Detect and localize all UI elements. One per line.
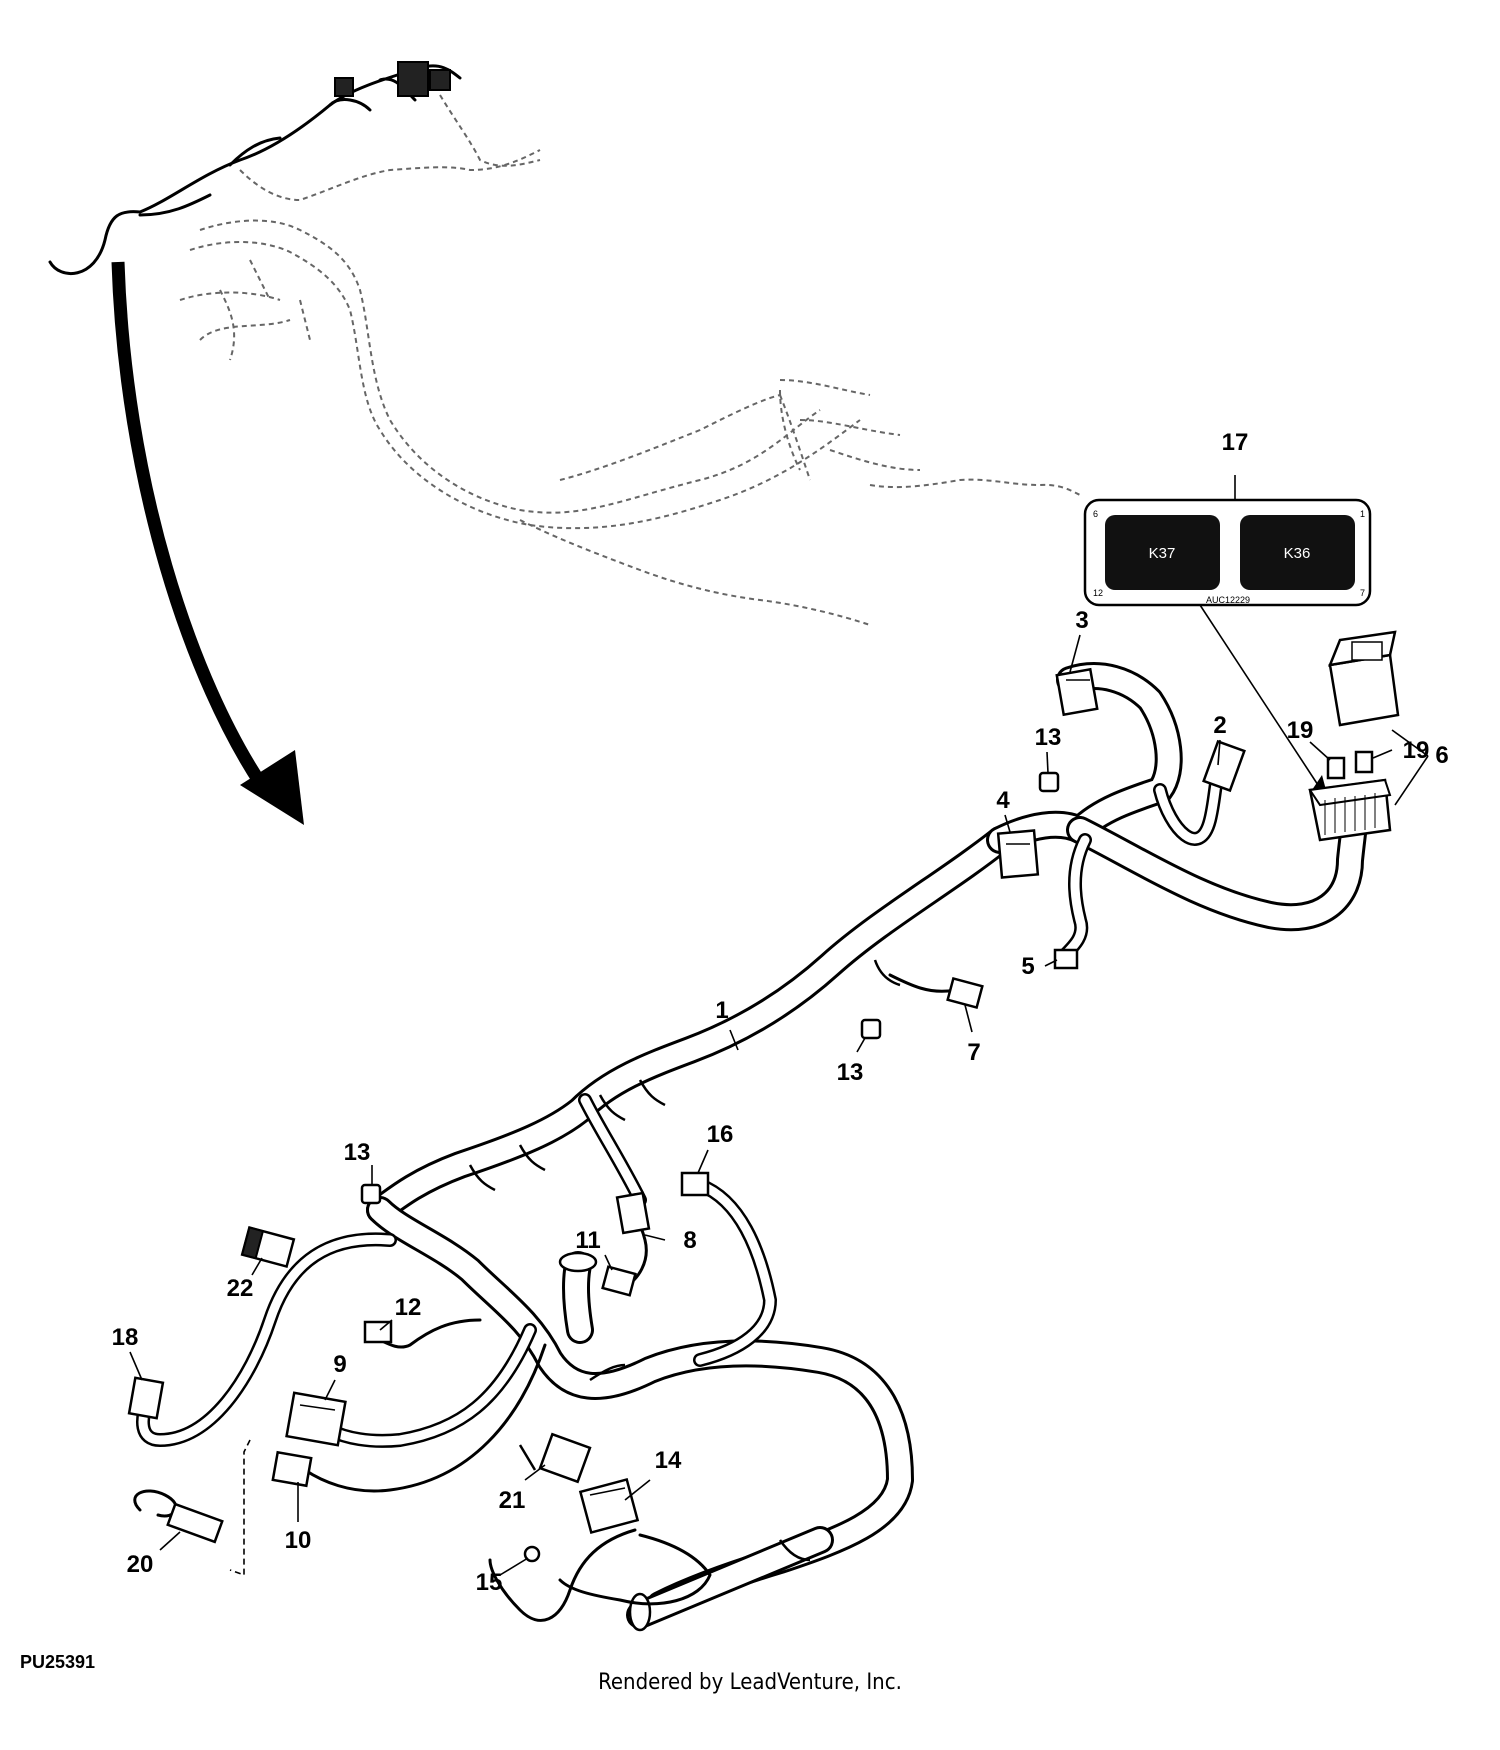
overview-connector-icon [397,61,429,97]
connector-14 [578,1477,640,1535]
callout-11: 11 [575,1227,600,1254]
callout-18: 18 [112,1324,139,1351]
connector-11 [601,1265,637,1297]
callout-6: 6 [1435,742,1448,769]
callout-16: 16 [707,1121,734,1148]
relay-corner-number: 12 [1093,588,1103,598]
overview-connector-icon [429,69,451,91]
jumper-20 [133,1489,224,1544]
render-credit: Rendered by LeadVenture, Inc. [598,1670,902,1695]
connectors [127,630,1400,1563]
relay-part-code: AUC12229 [1206,595,1250,605]
overview-harness-sketch [48,61,1081,626]
callout-15: 15 [476,1569,503,1596]
connector-4 [996,829,1040,879]
connector-7 [946,976,984,1010]
callout-19: 19 [1403,737,1430,764]
connector-18 [127,1376,165,1420]
callout-22: 22 [227,1275,254,1302]
connector-16 [680,1171,710,1197]
callout-5: 5 [1021,953,1034,980]
callout-13: 13 [344,1139,371,1166]
callout-7: 7 [967,1039,980,1066]
overview-connector-icon [334,77,354,97]
plug-13 [1038,771,1060,793]
main-harness [136,662,1369,1632]
callout-17: 17 [1222,429,1249,456]
callout-1: 1 [715,997,728,1024]
connector-5 [1053,948,1079,970]
fuse-relay-block-6 [1308,630,1400,842]
callout-20: 20 [127,1551,154,1578]
connector-3 [1055,667,1099,717]
callouts: 1 2 3 4 5 6 7 8 9 10 11 12 13 13 13 19 1… [112,429,1449,1596]
connector-9 [285,1391,347,1447]
plug-13 [360,1183,382,1205]
connector-22 [240,1225,296,1269]
callout-2: 2 [1213,712,1226,739]
connector-10 [271,1450,313,1488]
callout-10: 10 [285,1527,312,1554]
callout-21: 21 [499,1487,526,1514]
connector-2 [1202,739,1246,793]
relay-corner-number: 1 [1360,509,1365,519]
callout-14: 14 [655,1447,682,1474]
callout-3: 3 [1075,607,1088,634]
callout-9: 9 [333,1351,346,1378]
relay-k37-label: K37 [1149,545,1176,562]
connector-8 [615,1191,651,1235]
figure-id: PU25391 [20,1652,96,1672]
callout-4: 4 [996,787,1010,814]
relay-19-right [1354,750,1374,774]
callout-12: 12 [395,1294,422,1321]
relay-panel: K37 K36 6 1 12 7 AUC12229 [1083,475,1372,790]
callout-13: 13 [837,1059,864,1086]
relay-corner-number: 7 [1360,588,1365,598]
relay-19-left [1326,756,1346,780]
ring-terminal-15 [523,1545,541,1563]
relay-k36-box [1240,515,1355,590]
relay-21 [518,1432,592,1484]
relay-k36-label: K36 [1284,545,1311,562]
plug-13 [860,1018,882,1040]
callout-19: 19 [1287,717,1314,744]
callout-8: 8 [683,1227,696,1254]
zoom-arrow [111,261,304,825]
callout-leaders [129,634,1429,1576]
relay-k37-box [1105,515,1220,590]
callout-13: 13 [1035,724,1062,751]
relay-corner-number: 6 [1093,509,1098,519]
